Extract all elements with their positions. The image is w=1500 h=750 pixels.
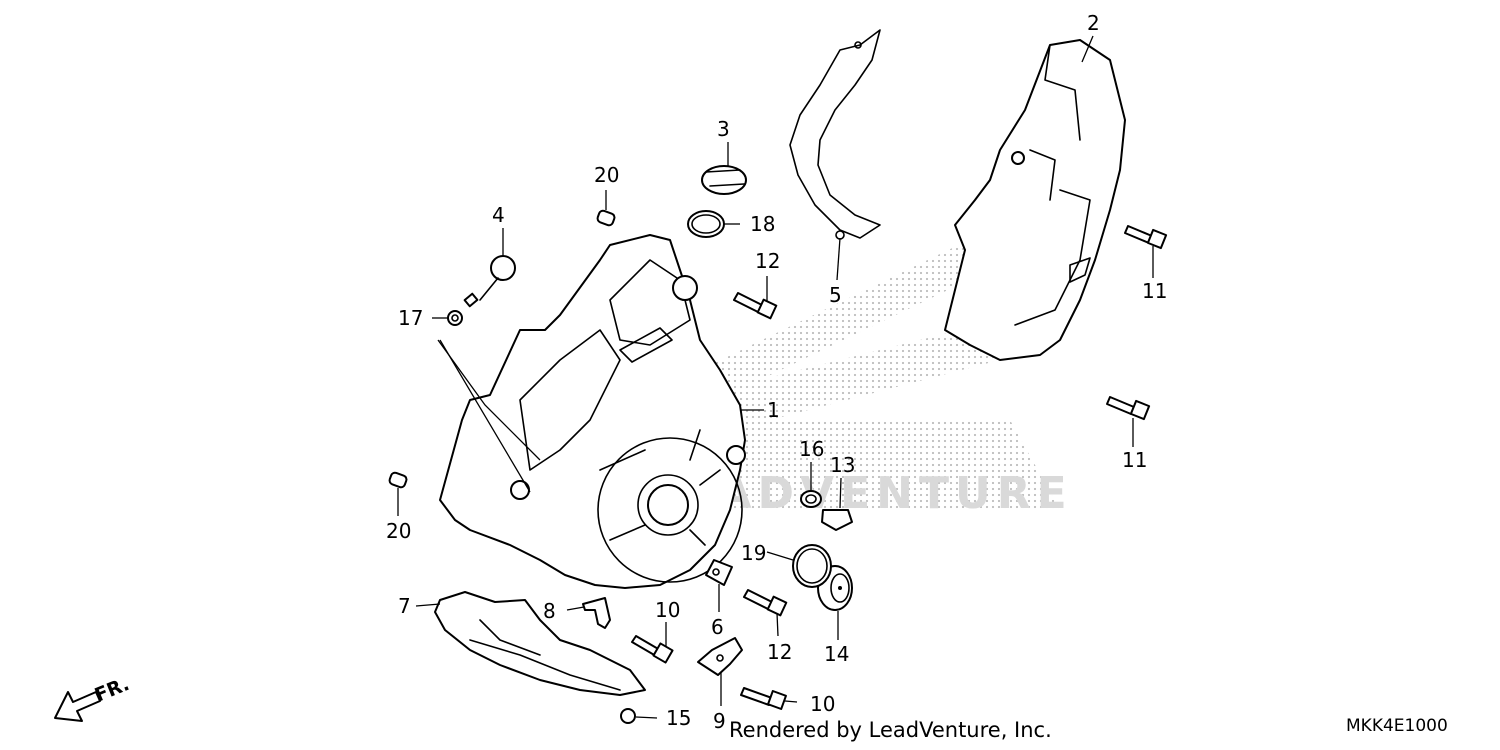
callout-6: 6 [711, 615, 724, 639]
callout-4: 4 [492, 203, 505, 227]
callout-12-upper: 12 [755, 249, 780, 273]
callout-9: 9 [713, 709, 726, 733]
part-6-clip [705, 559, 733, 586]
arrow-icon [54, 691, 101, 722]
direction-label: FR. [92, 673, 133, 707]
part-7-lower-cover [434, 591, 646, 696]
callout-8: 8 [543, 599, 556, 623]
part-16-o-ring [800, 490, 822, 508]
front-direction-arrow: FR. [54, 673, 133, 722]
part-20-dowel-upper [596, 209, 616, 227]
part-4-plug [463, 255, 516, 308]
callout-1: 1 [767, 398, 780, 422]
render-credit: Rendered by LeadVenture, Inc. [729, 718, 1052, 742]
part-11-bolt-upper [1124, 225, 1168, 250]
part-19-o-ring [792, 544, 832, 588]
callout-2: 2 [1087, 11, 1100, 35]
callout-11-lower: 11 [1122, 448, 1147, 472]
part-2-sprocket-cover [944, 39, 1126, 361]
callout-labels: 1 2 3 4 5 6 7 8 9 10 10 11 11 12 12 13 1… [386, 11, 1167, 733]
part-17-washer [447, 310, 463, 326]
callout-13: 13 [830, 453, 855, 477]
callout-11-upper: 11 [1142, 279, 1167, 303]
callout-14: 14 [824, 642, 849, 666]
part-1-crankcase-cover [439, 234, 746, 589]
part-8-bracket [582, 597, 611, 629]
leader-lines [397, 35, 1154, 719]
part-9-bracket [697, 637, 743, 676]
part-3-oil-filler-cap [701, 165, 747, 195]
part-10-bolt-lower [740, 687, 787, 710]
callout-10-lower: 10 [810, 692, 835, 716]
callout-7: 7 [398, 594, 411, 618]
part-12-bolt-upper [733, 292, 778, 320]
part-10-bolt-upper [631, 635, 674, 664]
part-20-dowel-lower [388, 471, 408, 489]
part-15-bolt [620, 708, 636, 724]
part-11-bolt-lower [1106, 396, 1151, 421]
part-18-o-ring [687, 210, 725, 238]
part-12-bolt-lower [743, 589, 788, 617]
callout-5: 5 [829, 283, 842, 307]
callout-15: 15 [666, 706, 691, 730]
callout-20-upper: 20 [594, 163, 619, 187]
callout-18: 18 [750, 212, 775, 236]
diagram-code: MKK4E1000 [1346, 716, 1448, 736]
callout-16: 16 [799, 437, 824, 461]
callout-17: 17 [398, 306, 423, 330]
part-13-cap [821, 509, 853, 531]
callout-3: 3 [717, 117, 730, 141]
part-5-gasket [789, 29, 881, 240]
callout-12-lower: 12 [767, 640, 792, 664]
callout-19: 19 [741, 541, 766, 565]
callout-10-upper: 10 [655, 598, 680, 622]
callout-20-lower: 20 [386, 519, 411, 543]
